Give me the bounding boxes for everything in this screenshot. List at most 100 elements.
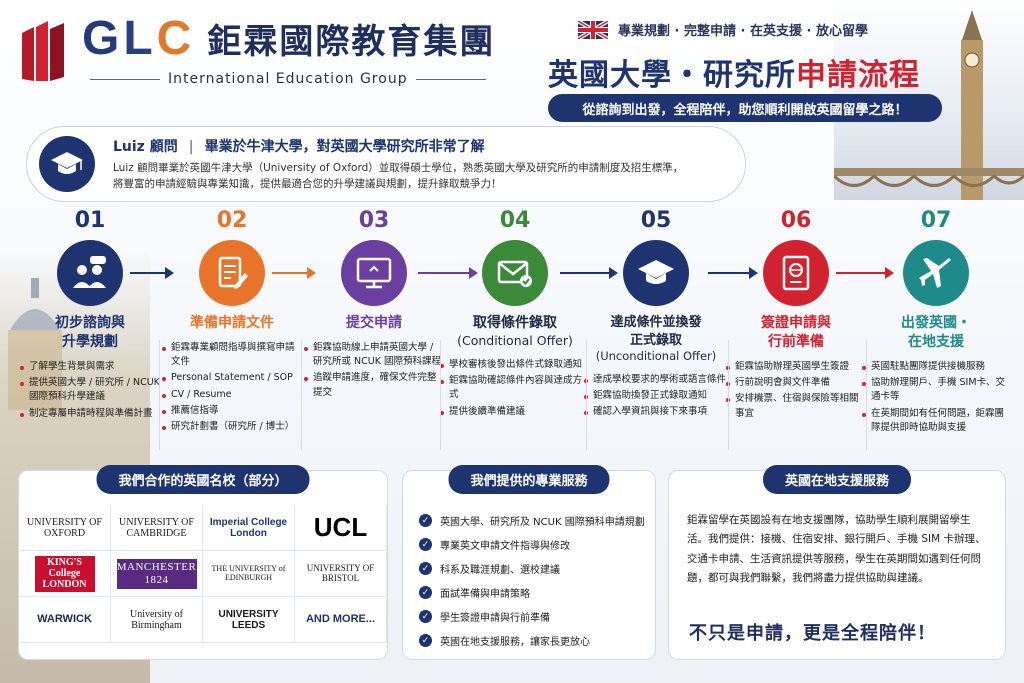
advisor-name: Luiz 顧問 xyxy=(113,138,178,155)
uni-logo-oxford: UNIVERSITY OF OXFORD xyxy=(19,505,111,551)
service-text: 科系及職涯規劃、選校建議 xyxy=(440,565,560,576)
advisor-desc-line: Luiz 顧問畢業於英國牛津大學（University of Oxford）並取… xyxy=(113,161,684,174)
step-number: 04 xyxy=(499,208,531,233)
divider xyxy=(728,340,729,450)
step-details: 鉅霖專業顧問指導與撰寫申請文件 Personal Statement / SOP… xyxy=(162,341,302,435)
passport-icon xyxy=(763,240,829,306)
check-icon: ✓ xyxy=(419,538,432,551)
list-item: 推薦信指導 xyxy=(162,404,302,418)
list-item: 鉅霖專業顧問指導與撰寫申請文件 xyxy=(162,341,302,370)
step-number: 02 xyxy=(216,208,248,233)
step-02: 02 準備申請文件 鉅霖專業顧問指導與撰寫申請文件 Personal State… xyxy=(162,210,302,436)
list-item: Personal Statement / SOP xyxy=(162,371,302,385)
list-item: 達成學校要求的學術或語言條件 xyxy=(584,373,728,387)
step-title: 簽證申請與 行前準備 xyxy=(726,314,866,352)
tagline-text: 專業規劃 · 完整申請 · 在英支援 · 放心留學 xyxy=(618,24,868,39)
check-icon: ✓ xyxy=(419,610,432,623)
list-item: 鉅霖協助辦理英國學生簽證 xyxy=(726,360,866,374)
list-item: ✓英國大學、研究所及 NCUK 國際預科申請規劃 xyxy=(419,513,645,528)
arrow-icon xyxy=(418,267,478,279)
title-main: 英國大學・研究所 xyxy=(548,58,796,93)
service-text: 面試準備與申請策略 xyxy=(440,589,530,600)
logo-letter-l: L xyxy=(123,11,157,65)
brand-name-chinese: 鉅霖國際教育集團 xyxy=(207,22,496,62)
step-title: 取得條件錄取 (Conditional Offer) xyxy=(440,314,590,350)
step-details: 學校審核後發出條件式錄取通知 鉅霖協助確認條件內容與達成方式 提供後續準備建議 xyxy=(440,358,590,419)
step-title-line: 升學規劃 xyxy=(62,333,118,350)
arrow-icon xyxy=(708,267,758,279)
arrow-icon xyxy=(130,267,174,279)
list-item: 提供英國大學 / 研究所 / NCUK 國際預科升學建議 xyxy=(20,376,160,405)
step-title-line: 簽證申請與 xyxy=(761,315,831,331)
step-title-line: 正式錄取 xyxy=(629,332,682,348)
uni-logo-edinburgh: THE UNIVERSITY of EDINBURGH xyxy=(203,551,295,597)
uni-kings-text: KING'S College LONDON xyxy=(34,555,95,592)
advisor-headline-text: 畢業於牛津大學，對英國大學研究所非常了解 xyxy=(204,138,485,155)
step-07: 07 出發英國・ 在地支援 英國駐點團隊提供接機服務 協助辦理開戶、手機 SIM… xyxy=(862,210,1010,437)
list-item: CV / Resume xyxy=(162,388,302,402)
support-heading: 英國在地支援服務 xyxy=(762,465,912,494)
uni-logo-kings: KING'S College LONDON xyxy=(19,551,111,597)
step-number: 01 xyxy=(74,208,106,233)
step-04: 04 取得條件錄取 (Conditional Offer) 學校審核後發出條件式… xyxy=(440,210,590,421)
uni-ucl-text: UCL xyxy=(313,512,368,543)
step-title: 初步諮詢與 升學規劃 xyxy=(20,314,160,352)
list-item: ✓面試準備與申請策略 xyxy=(419,585,645,600)
uni-logo-leeds: UNIVERSITY LEEDS xyxy=(203,597,295,643)
list-item: 行前說明會與文件準備 xyxy=(726,376,866,390)
step-title-line: 在地支援 xyxy=(908,333,964,350)
divider xyxy=(586,340,587,450)
logo-mark-icon xyxy=(22,20,64,81)
big-ben-illustration xyxy=(961,10,983,200)
arrow-icon xyxy=(836,267,894,279)
uk-flag-icon xyxy=(578,20,608,39)
service-text: 專業英文申請文件指導與修改 xyxy=(440,541,570,552)
advisor-headline: Luiz 顧問 | 畢業於牛津大學，對英國大學研究所非常了解 xyxy=(113,138,485,155)
divider xyxy=(301,340,302,450)
service-text: 英國在地支援服務，讓家長更放心 xyxy=(440,637,590,648)
divider xyxy=(159,340,160,450)
list-item: 追蹤申請進度，確保文件完整提交 xyxy=(304,371,444,400)
consultation-people-icon xyxy=(57,240,123,306)
check-icon: ✓ xyxy=(419,634,432,647)
list-item: 提供後續準備建議 xyxy=(440,405,590,419)
step-number: 07 xyxy=(920,208,952,233)
uni-manchester-text: MANCHESTER 1824 xyxy=(116,558,197,589)
uni-logo-bristol: UNIVERSITY OF BRISTOL xyxy=(295,551,387,597)
step-01: 01 初步諮詢與 升學規劃 了解學生背景與需求 提供英國大學 / 研究所 / N… xyxy=(20,210,160,423)
uni-logo-warwick: WARWICK xyxy=(19,597,111,643)
list-item: 協助辦理開戶、手機 SIM卡、交通卡等 xyxy=(862,376,1010,405)
step-05: 05 達成條件並換發 正式錄取 (Unconditional Offer) 達成… xyxy=(584,210,728,421)
step-title: 出發英國・ 在地支援 xyxy=(862,314,1010,352)
universities-grid: UNIVERSITY OF OXFORD UNIVERSITY OF CAMBR… xyxy=(19,505,387,643)
divider xyxy=(440,340,441,450)
graduation-cap-icon xyxy=(39,136,95,192)
brand-name-english: International Education Group xyxy=(82,71,495,87)
advisor-desc-line: 將豐富的申請經驗與專業知識，提供最適合您的升學建議與規劃，提升錄取競爭力！ xyxy=(113,178,502,190)
support-description: 鉅霖留學在英國設有在地支援團隊，協助學生順利展開留學生活。我們提供：接機、住宿安… xyxy=(687,514,986,585)
and-more-text: AND MORE... xyxy=(305,613,376,626)
uni-logo-birmingham: University of Birmingham xyxy=(111,597,203,643)
computer-monitor-icon xyxy=(341,240,407,306)
list-item: 研究計劃書（研究所 / 博士） xyxy=(162,420,302,434)
step-06: 06 簽證申請與 行前準備 鉅霖協助辦理英國學生簽證 行前說明會與文件準備 安排… xyxy=(726,210,866,423)
step-details: 達成學校要求的學術或語言條件 鉅霖協助換發正式錄取通知 確認入學資訊與接下來事項 xyxy=(584,373,728,420)
step-title: 達成條件並換發 正式錄取 (Unconditional Offer) xyxy=(584,314,728,365)
arrow-icon xyxy=(560,267,618,279)
logo-letter-g: G xyxy=(82,11,124,65)
subtitle-banner: 從諮詢到出發，全程陪伴，助您順利開啟英國留學之路！ xyxy=(548,94,942,122)
uni-and-more: AND MORE... xyxy=(295,597,387,643)
logo-letter-c: C xyxy=(156,11,196,65)
list-item: 在英期間如有任何問題，鉅霖團隊提供即時協助與支援 xyxy=(862,407,1010,436)
step-details: 了解學生背景與需求 提供英國大學 / 研究所 / NCUK 國際預科升學建議 制… xyxy=(20,360,160,421)
service-text: 學生簽證申請與行前準備 xyxy=(440,613,550,624)
uni-logo-manchester: MANCHESTER 1824 xyxy=(111,551,203,597)
uni-logo-ucl: UCL xyxy=(295,505,387,551)
list-item: 英國駐點團隊提供接機服務 xyxy=(862,360,1010,374)
step-details: 鉅霖協助線上申請英國大學 / 研究所或 NCUK 國際預科課程 追蹤申請進度，確… xyxy=(304,341,444,400)
list-item: ✓ 專業英文申請文件指導與修改 xyxy=(419,537,645,552)
list-item: 學校審核後發出條件式錄取通知 xyxy=(440,358,590,372)
process-steps: 01 初步諮詢與 升學規劃 了解學生背景與需求 提供英國大學 / 研究所 / N… xyxy=(20,210,1010,460)
uni-warwick-text: WARWICK xyxy=(37,613,92,626)
step-title-line: (Conditional Offer) xyxy=(457,332,573,348)
